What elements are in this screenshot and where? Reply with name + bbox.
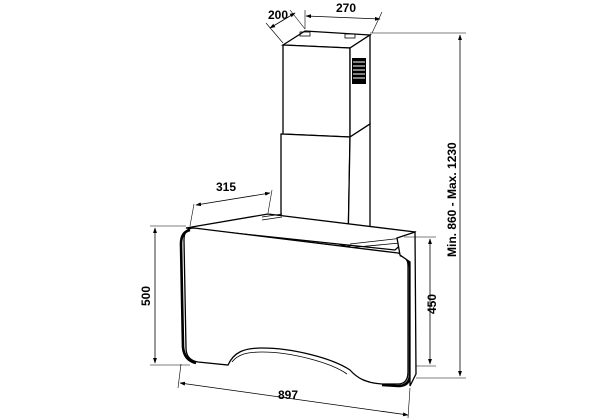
dimension-315: 315 (189, 180, 273, 227)
dimension-500: 500 (139, 225, 190, 366)
dimension-height-range: Min. 860 - Max. 1230 (370, 32, 466, 379)
dim-label-450: 450 (425, 294, 439, 314)
dim-label-315: 315 (216, 180, 236, 194)
dimension-450: 450 (404, 236, 439, 367)
dimension-270: 270 (304, 1, 383, 34)
dim-label-270: 270 (336, 1, 356, 15)
dim-label-897: 897 (278, 388, 298, 402)
dimension-897: 897 (177, 363, 411, 419)
chimney-lower (280, 122, 371, 249)
dimension-200: 200 (265, 8, 306, 44)
dim-label-height-range: Min. 860 - Max. 1230 (445, 142, 459, 257)
glass-panel (179, 227, 417, 388)
dim-label-500: 500 (139, 286, 153, 306)
vent-grille (352, 58, 366, 84)
dim-label-200: 200 (268, 8, 288, 22)
